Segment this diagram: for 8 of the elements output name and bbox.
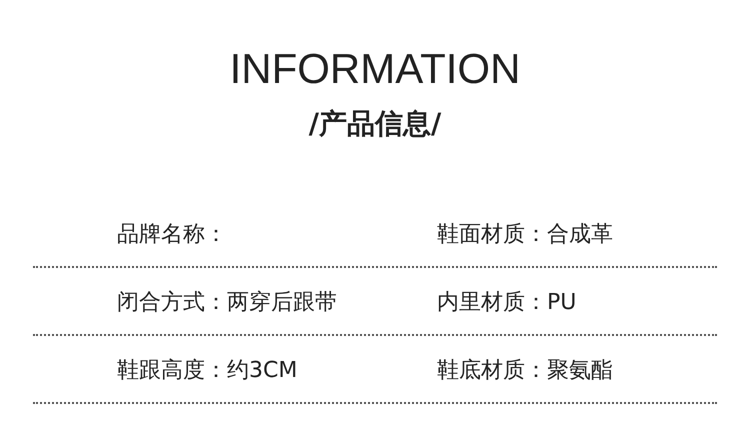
spec-text: 品牌名称： (117, 221, 227, 249)
spec-text: 鞋跟高度：约3CM (117, 357, 298, 385)
page-title: INFORMATION (228, 44, 522, 94)
subtitle: /产品信息/ (308, 106, 442, 142)
spec-text: 鞋面材质：合成革 (437, 221, 613, 249)
spec-text: 鞋底材质：聚氨酯 (437, 357, 613, 385)
spec-text: 内里材质：PU (437, 289, 576, 317)
spec-text: 闭合方式：两穿后跟带 (117, 289, 337, 317)
